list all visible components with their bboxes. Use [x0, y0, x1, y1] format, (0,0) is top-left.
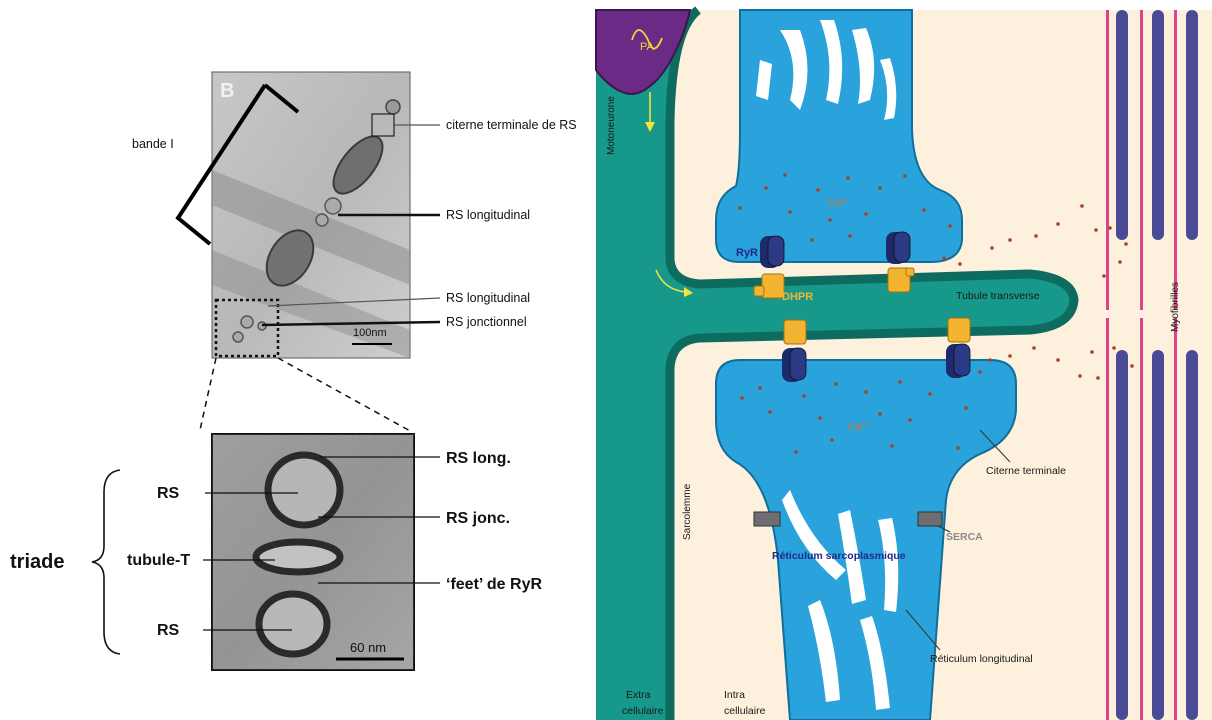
label-tubule-transverse: Tubule transverse [956, 290, 1040, 302]
panel-letter: B [220, 80, 234, 102]
label-myofibrilles: Myofibrilles [1170, 282, 1181, 332]
label-rs-top: RS [157, 485, 180, 502]
label-rs-jonctionnel: RS jonctionnel [446, 315, 527, 329]
micrograph-bottom: 60 nm RS tubule-T RS triade RS long. RS … [10, 434, 542, 670]
triade-brace [92, 470, 120, 654]
serca-pump [918, 512, 942, 526]
label-rs-longitudinal-2: RS longitudinal [446, 291, 530, 305]
label-sarcolemme: Sarcolemme [682, 483, 693, 540]
label-bande-i: bande I [132, 137, 174, 151]
label-rs-longitudinal-1: RS longitudinal [446, 208, 530, 222]
label-rs-bottom: RS [157, 622, 180, 639]
label-intra-cellulaire: cellulaire [724, 705, 766, 717]
label-ca-top: Ca²⁺ [828, 198, 849, 209]
label-ca-bottom: Ca²⁺ [848, 422, 869, 433]
label-citerne-terminale: Citerne terminale [986, 465, 1066, 477]
label-ryr: RyR [736, 247, 758, 259]
label-triade: triade [10, 551, 64, 573]
label-rs-jonc: RS jonc. [446, 510, 510, 527]
rs-top-vesicle [268, 455, 340, 525]
label-serca: SERCA [946, 531, 983, 543]
ryr-dhpr-complex [782, 320, 806, 382]
rs-bottom-vesicle [259, 594, 327, 654]
label-tubule-t: tubule-T [127, 552, 190, 569]
label-motoneurone: Motoneurone [606, 96, 617, 155]
label-intra: Intra [724, 689, 745, 701]
tubule-t-vesicle [256, 542, 340, 572]
scale-bar-label-bottom: 60 nm [350, 640, 386, 655]
micrograph-top: B bande I citerne terminale de RS RS lon… [132, 72, 577, 358]
serca-pump [754, 512, 780, 526]
zoom-line-left [200, 358, 216, 430]
label-extra-cellulaire: cellulaire [622, 705, 664, 717]
label-extra: Extra [626, 689, 651, 701]
label-feet-ryr: ‘feet’ de RyR [446, 576, 542, 593]
label-citerne-terminale: citerne terminale de RS [446, 118, 577, 132]
label-pa: PA [640, 41, 655, 53]
ryr-dhpr-complex [946, 318, 970, 378]
scale-bar-label-top: 100nm [353, 327, 387, 339]
zoom-line-right [278, 358, 412, 432]
triad-diagram: PA Motoneurone Ca²⁺ RyR DHPR Tubule tran… [596, 10, 1212, 720]
label-rs-long: RS long. [446, 450, 511, 467]
label-dhpr: DHPR [782, 291, 813, 303]
label-reticulum-longitudinal: Réticulum longitudinal [930, 653, 1033, 665]
label-reticulum-sarcoplasmique: Réticulum sarcoplasmique [772, 550, 906, 562]
